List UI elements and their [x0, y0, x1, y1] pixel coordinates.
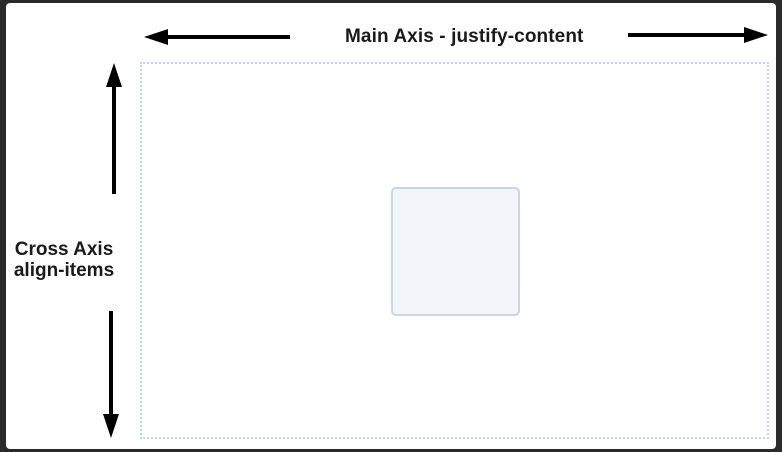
diagram-panel: Main Axis - justify-content Cross Axis a…	[6, 3, 776, 449]
flex-container	[140, 62, 769, 439]
cross-axis-label-line2: align-items	[13, 260, 115, 281]
axis-arrows	[103, 27, 768, 438]
cross-axis-down-arrow	[103, 311, 119, 438]
cross-axis-label-line1: Cross Axis	[14, 239, 114, 260]
flex-item	[390, 187, 520, 316]
main-axis-right-arrow	[628, 27, 768, 43]
main-axis-left-arrow	[144, 29, 290, 45]
cross-axis-up-arrow	[106, 63, 122, 194]
cross-axis-label: Cross Axis align-items	[6, 239, 122, 281]
main-axis-label: Main Axis - justify-content	[345, 26, 584, 47]
